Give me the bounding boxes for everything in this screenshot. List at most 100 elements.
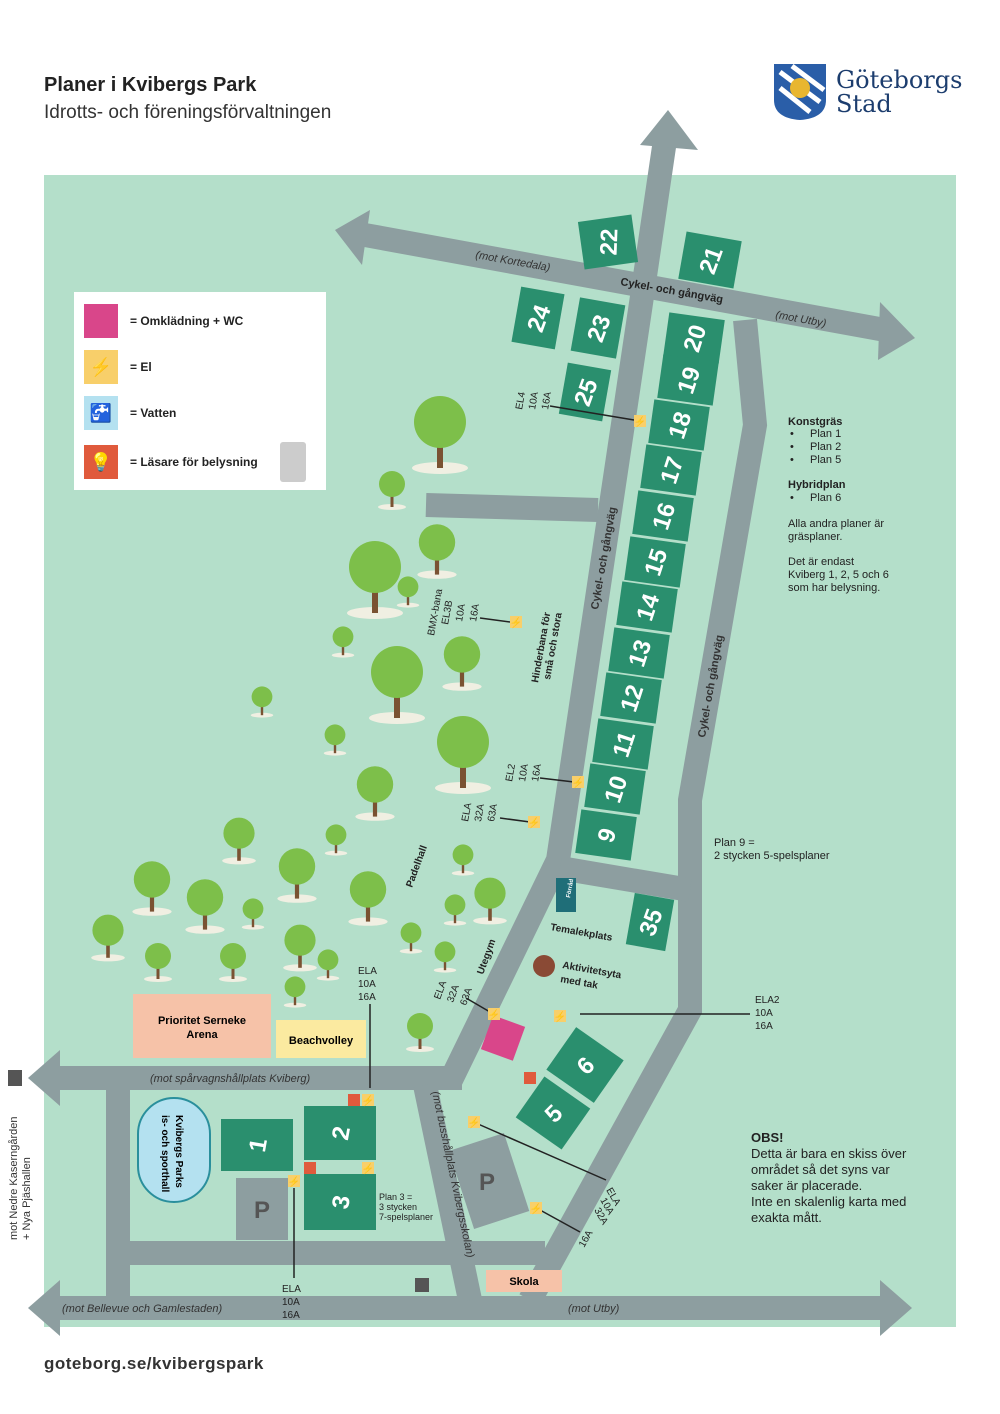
tree-icon	[324, 824, 348, 856]
svg-text:OBS!: OBS!	[751, 1130, 784, 1145]
svg-text:7-spelsplaner: 7-spelsplaner	[379, 1212, 433, 1222]
svg-text:16A: 16A	[358, 992, 376, 1003]
field-12: 12	[600, 672, 662, 724]
field-17: 17	[640, 444, 702, 496]
field-number: 22	[596, 228, 624, 256]
page-title: Planer i Kvibergs Park	[44, 74, 257, 96]
field-13: 13	[608, 627, 670, 679]
svg-text:EL2: EL2	[504, 763, 518, 783]
road-right	[519, 318, 768, 1306]
svg-text:Det är endast: Det är endast	[788, 556, 854, 568]
light-reader-icon	[524, 1072, 536, 1084]
field-21: 21	[678, 231, 742, 289]
legend: = Omklädning + WC ⚡= El 🚰= Vatten 💡= Läs…	[74, 292, 326, 490]
tree-icon	[399, 922, 423, 954]
field-20: 20	[663, 312, 725, 364]
tree-icon	[219, 943, 247, 982]
beachvolley	[276, 1020, 366, 1058]
tree-icon	[222, 817, 256, 865]
tree-icon	[355, 766, 395, 821]
tree-icon	[250, 686, 274, 718]
road-central	[439, 138, 677, 1088]
field-16: 16	[632, 490, 694, 542]
light-reader-icon: 💡	[84, 445, 118, 479]
beachvolley-label: Beachvolley	[289, 1035, 354, 1047]
power-point-icon: ⚡	[528, 816, 540, 829]
svg-text:⚡: ⚡	[488, 1008, 500, 1021]
light-reader-icon	[348, 1094, 360, 1106]
storage	[556, 878, 576, 912]
svg-text:Konstgräs: Konstgräs	[788, 416, 842, 428]
parking-icon	[236, 1178, 288, 1240]
serneke-label: Prioritet Serneke	[158, 1015, 246, 1027]
field-35: 35	[625, 892, 675, 952]
tree-icon	[132, 861, 172, 916]
svg-text:P: P	[254, 1197, 270, 1224]
tree-icon	[433, 941, 457, 973]
tree-icon	[241, 898, 265, 930]
info-text: Konstgräs •Plan 1 •Plan 2 •Plan 5 Hybrid…	[379, 416, 907, 1225]
trees	[91, 396, 507, 1052]
side-note: mot Nedre Kaserngården+ Nya Pjäshallen	[8, 1116, 33, 1240]
svg-text:Detta är bara en skiss över: Detta är bara en skiss över	[751, 1146, 907, 1161]
svg-text:Plan 3 =: Plan 3 =	[379, 1192, 412, 1202]
light-reader-icon	[304, 1162, 316, 1174]
tree-icon	[443, 894, 467, 926]
power-point-icon: ⚡	[572, 776, 584, 789]
svg-text:exakta mått.: exakta mått.	[751, 1210, 822, 1225]
sporthall	[137, 1097, 211, 1203]
svg-text:10A: 10A	[517, 763, 531, 783]
svg-text:Plan 5: Plan 5	[810, 454, 841, 466]
water-tap-icon: 🚰	[84, 396, 118, 430]
svg-text:10A: 10A	[358, 979, 376, 990]
svg-text:10A: 10A	[282, 1297, 300, 1308]
svg-text:63A: 63A	[486, 803, 500, 823]
svg-text:⚡: ⚡	[468, 1116, 480, 1129]
svg-text:⚡: ⚡	[530, 1202, 542, 1215]
tree-icon	[323, 724, 347, 756]
svg-text:Plan 1: Plan 1	[810, 428, 841, 440]
svg-text:10A: 10A	[755, 1008, 773, 1019]
activity-area	[533, 955, 555, 977]
field-23: 23	[570, 297, 626, 359]
tree-icon	[442, 636, 482, 691]
lightning-icon: ⚡	[84, 350, 118, 384]
power-arrows	[293, 405, 750, 1278]
power-point-icon: ⚡	[634, 415, 646, 428]
svg-text:Kviberg 1, 2, 5 och 6: Kviberg 1, 2, 5 och 6	[788, 569, 889, 581]
field-3: 3	[304, 1174, 376, 1230]
road-spur	[425, 493, 599, 522]
svg-text:16A: 16A	[282, 1310, 300, 1321]
field-10: 10	[584, 763, 646, 815]
footer-url[interactable]: goteborg.se/kvibergspark	[44, 1354, 264, 1373]
parking-icon	[448, 1133, 530, 1229]
tree-icon	[283, 924, 317, 972]
coat-of-arms-icon	[774, 64, 826, 120]
svg-text:⚡: ⚡	[634, 415, 646, 428]
svg-text:(mot Bellevue och Gamlestaden): (mot Bellevue och Gamlestaden)	[62, 1303, 223, 1315]
power-point-icon: ⚡	[362, 1162, 374, 1175]
tree-icon	[451, 844, 475, 876]
svg-text:•: •	[790, 428, 794, 440]
tree-icon	[378, 471, 406, 510]
svg-text:⚡: ⚡	[554, 1010, 566, 1023]
road-top	[362, 223, 888, 342]
power-point-icon: ⚡	[530, 1202, 542, 1215]
tree-icon	[396, 576, 420, 608]
svg-text:32A: 32A	[473, 803, 487, 823]
svg-text:(mot Utby): (mot Utby)	[568, 1303, 620, 1315]
svg-text:gräsplaner.: gräsplaner.	[788, 531, 842, 543]
field-14: 14	[616, 581, 678, 633]
school-label: Skola	[509, 1276, 539, 1288]
svg-text:•: •	[790, 492, 794, 504]
svg-text:10A: 10A	[454, 603, 468, 623]
roads	[60, 138, 890, 1320]
svg-text:⚡: ⚡	[510, 616, 522, 629]
svg-text:•: •	[790, 454, 794, 466]
svg-text:EL4: EL4	[514, 391, 528, 411]
road-plan9	[557, 856, 693, 902]
tree-icon	[144, 943, 172, 982]
